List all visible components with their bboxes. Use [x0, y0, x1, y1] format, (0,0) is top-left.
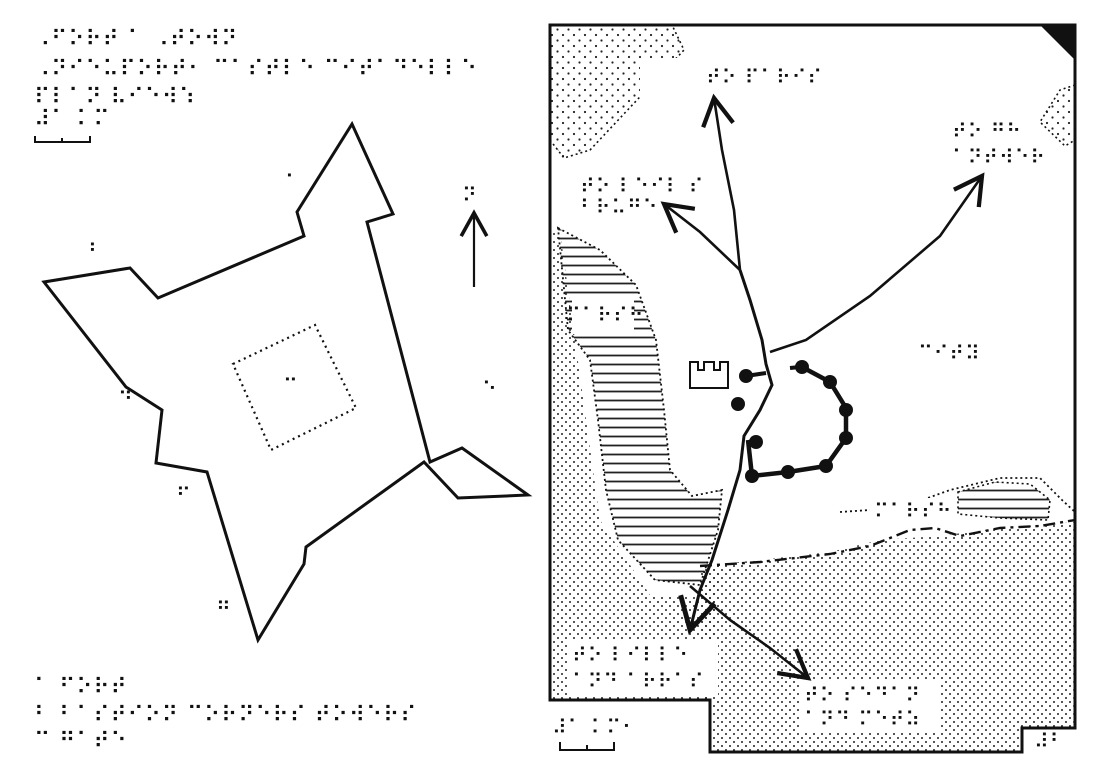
dotted-area-left [550, 230, 720, 700]
map-frame [548, 23, 1077, 754]
label-a: ⠁ [285, 170, 301, 194]
legend-item-b: ⠃ ⠃⠁⠎⠞⠊⠕⠝ ⠉⠕⠗⠝⠑⠗⠎ ⠞⠕⠺⠑⠗⠎ [34, 703, 417, 728]
forest-top-right [1038, 83, 1075, 148]
label-road-northwest: ⠞⠕ ⠇⠑⠊⠇ ⠎ [580, 174, 704, 198]
label-c: ⠉ [283, 374, 299, 398]
legend-scale-text: ⠼⠁ ⠅⠍ [34, 107, 110, 132]
label-road-southwest-1: ⠞⠕ ⠇⠊⠇⠇⠑ [572, 643, 689, 667]
road-north [701, 93, 742, 271]
label-patch-marsh-2 [870, 498, 932, 526]
page-number: ⠼⠃ [1034, 729, 1065, 753]
label-marsh-right: ⠍⠁⠗⠎⠓ [874, 499, 952, 523]
legend-item-c: ⠉ ⠛⠁⠞⠑ [34, 729, 128, 754]
north-arrow: ⠝ [459, 183, 489, 287]
label-patch-south [800, 680, 940, 732]
legend-title: ⠠⠋⠕⠗⠞ ⠁ ⠠⠞⠕⠺⠝ [34, 27, 238, 52]
label-patch-marsh [572, 298, 634, 334]
inner-square [231, 323, 358, 452]
map-panel: ⠞⠕ ⠏⠁⠗⠊⠎ ⠞⠕ ⠇⠑⠊⠇ ⠎ ⠃⠗⠥⠛⠑ ⠞⠕ ⠛⠓ ⠁⠝⠞⠺⠑⠗ ⠍⠁… [548, 23, 1077, 754]
label-road-northeast-2: ⠁⠝⠞⠺⠑⠗ [952, 145, 1046, 169]
label-road-southwest-2: ⠁⠝⠙ ⠁⠗⠗⠁⠎ [572, 669, 705, 693]
fort-outline [41, 120, 533, 644]
map-scale-text: ⠼⠁ ⠅⠍⠂ [552, 715, 638, 739]
marsh-right [957, 481, 1051, 521]
label-f: ⠋ [176, 483, 192, 507]
label-city: ⠉⠊⠞⠽ [918, 341, 981, 365]
legend-view: ⠏⠇⠁⠝ ⠧⠊⠑⠺⠱ [34, 85, 196, 110]
map-scale-bar [559, 742, 615, 751]
legend-item-a: ⠁ ⠋⠕⠗⠞ [34, 675, 128, 700]
star-fort: ⠁ ⠃ ⠉ ⠙ ⠑ ⠋ ⠛ [41, 120, 533, 644]
label-g: ⠛ [216, 597, 232, 621]
label-road-south-1: ⠞⠕ ⠎⠑⠙⠁⠝ [804, 683, 921, 707]
legend-top: ⠠⠋⠕⠗⠞ ⠁ ⠠⠞⠕⠺⠝ ⠠⠝⠊⠑⠥⠏⠕⠗⠞⠂ ⠉⠁⠎⠞⠇⠑ ⠉⠊⠞⠁⠙⠑⠇⠇… [34, 27, 478, 143]
label-road-northeast-1: ⠞⠕ ⠛⠓ [952, 119, 1022, 143]
label-d: ⠙ [118, 387, 134, 411]
road-south [689, 585, 812, 681]
label-marsh-left: ⠍⠁⠗⠎⠓ [566, 303, 644, 327]
label-patch-southwest [568, 640, 718, 695]
river-south-west [678, 269, 774, 635]
border-line [699, 518, 1075, 568]
label-e: ⠑ [482, 377, 498, 401]
legend-subtitle: ⠠⠝⠊⠑⠥⠏⠕⠗⠞⠂ ⠉⠁⠎⠞⠇⠑ ⠉⠊⠞⠁⠙⠑⠇⠇⠑ [34, 57, 478, 82]
wall-towers [731, 360, 853, 483]
castle-icon [689, 361, 729, 389]
label-patch-top [640, 58, 1025, 98]
north-label: ⠝ [462, 183, 478, 207]
label-b: ⠃ [88, 239, 104, 263]
label-road-south-2: ⠁⠝⠙ ⠍⠑⠞⠵ [804, 707, 921, 731]
dotted-area-south [700, 522, 1075, 752]
road-northeast [769, 172, 985, 354]
label-road-northwest-2: ⠃⠗⠥⠛⠑ [580, 195, 658, 219]
road-northwest [660, 201, 741, 271]
scale-bar [34, 136, 91, 143]
legend-bottom: ⠁ ⠋⠕⠗⠞ ⠃ ⠃⠁⠎⠞⠊⠕⠝ ⠉⠕⠗⠝⠑⠗⠎ ⠞⠕⠺⠑⠗⠎ ⠉ ⠛⠁⠞⠑ [34, 675, 417, 754]
corner-marker [1040, 25, 1075, 60]
label-road-north: ⠞⠕ ⠏⠁⠗⠊⠎ [706, 65, 823, 89]
